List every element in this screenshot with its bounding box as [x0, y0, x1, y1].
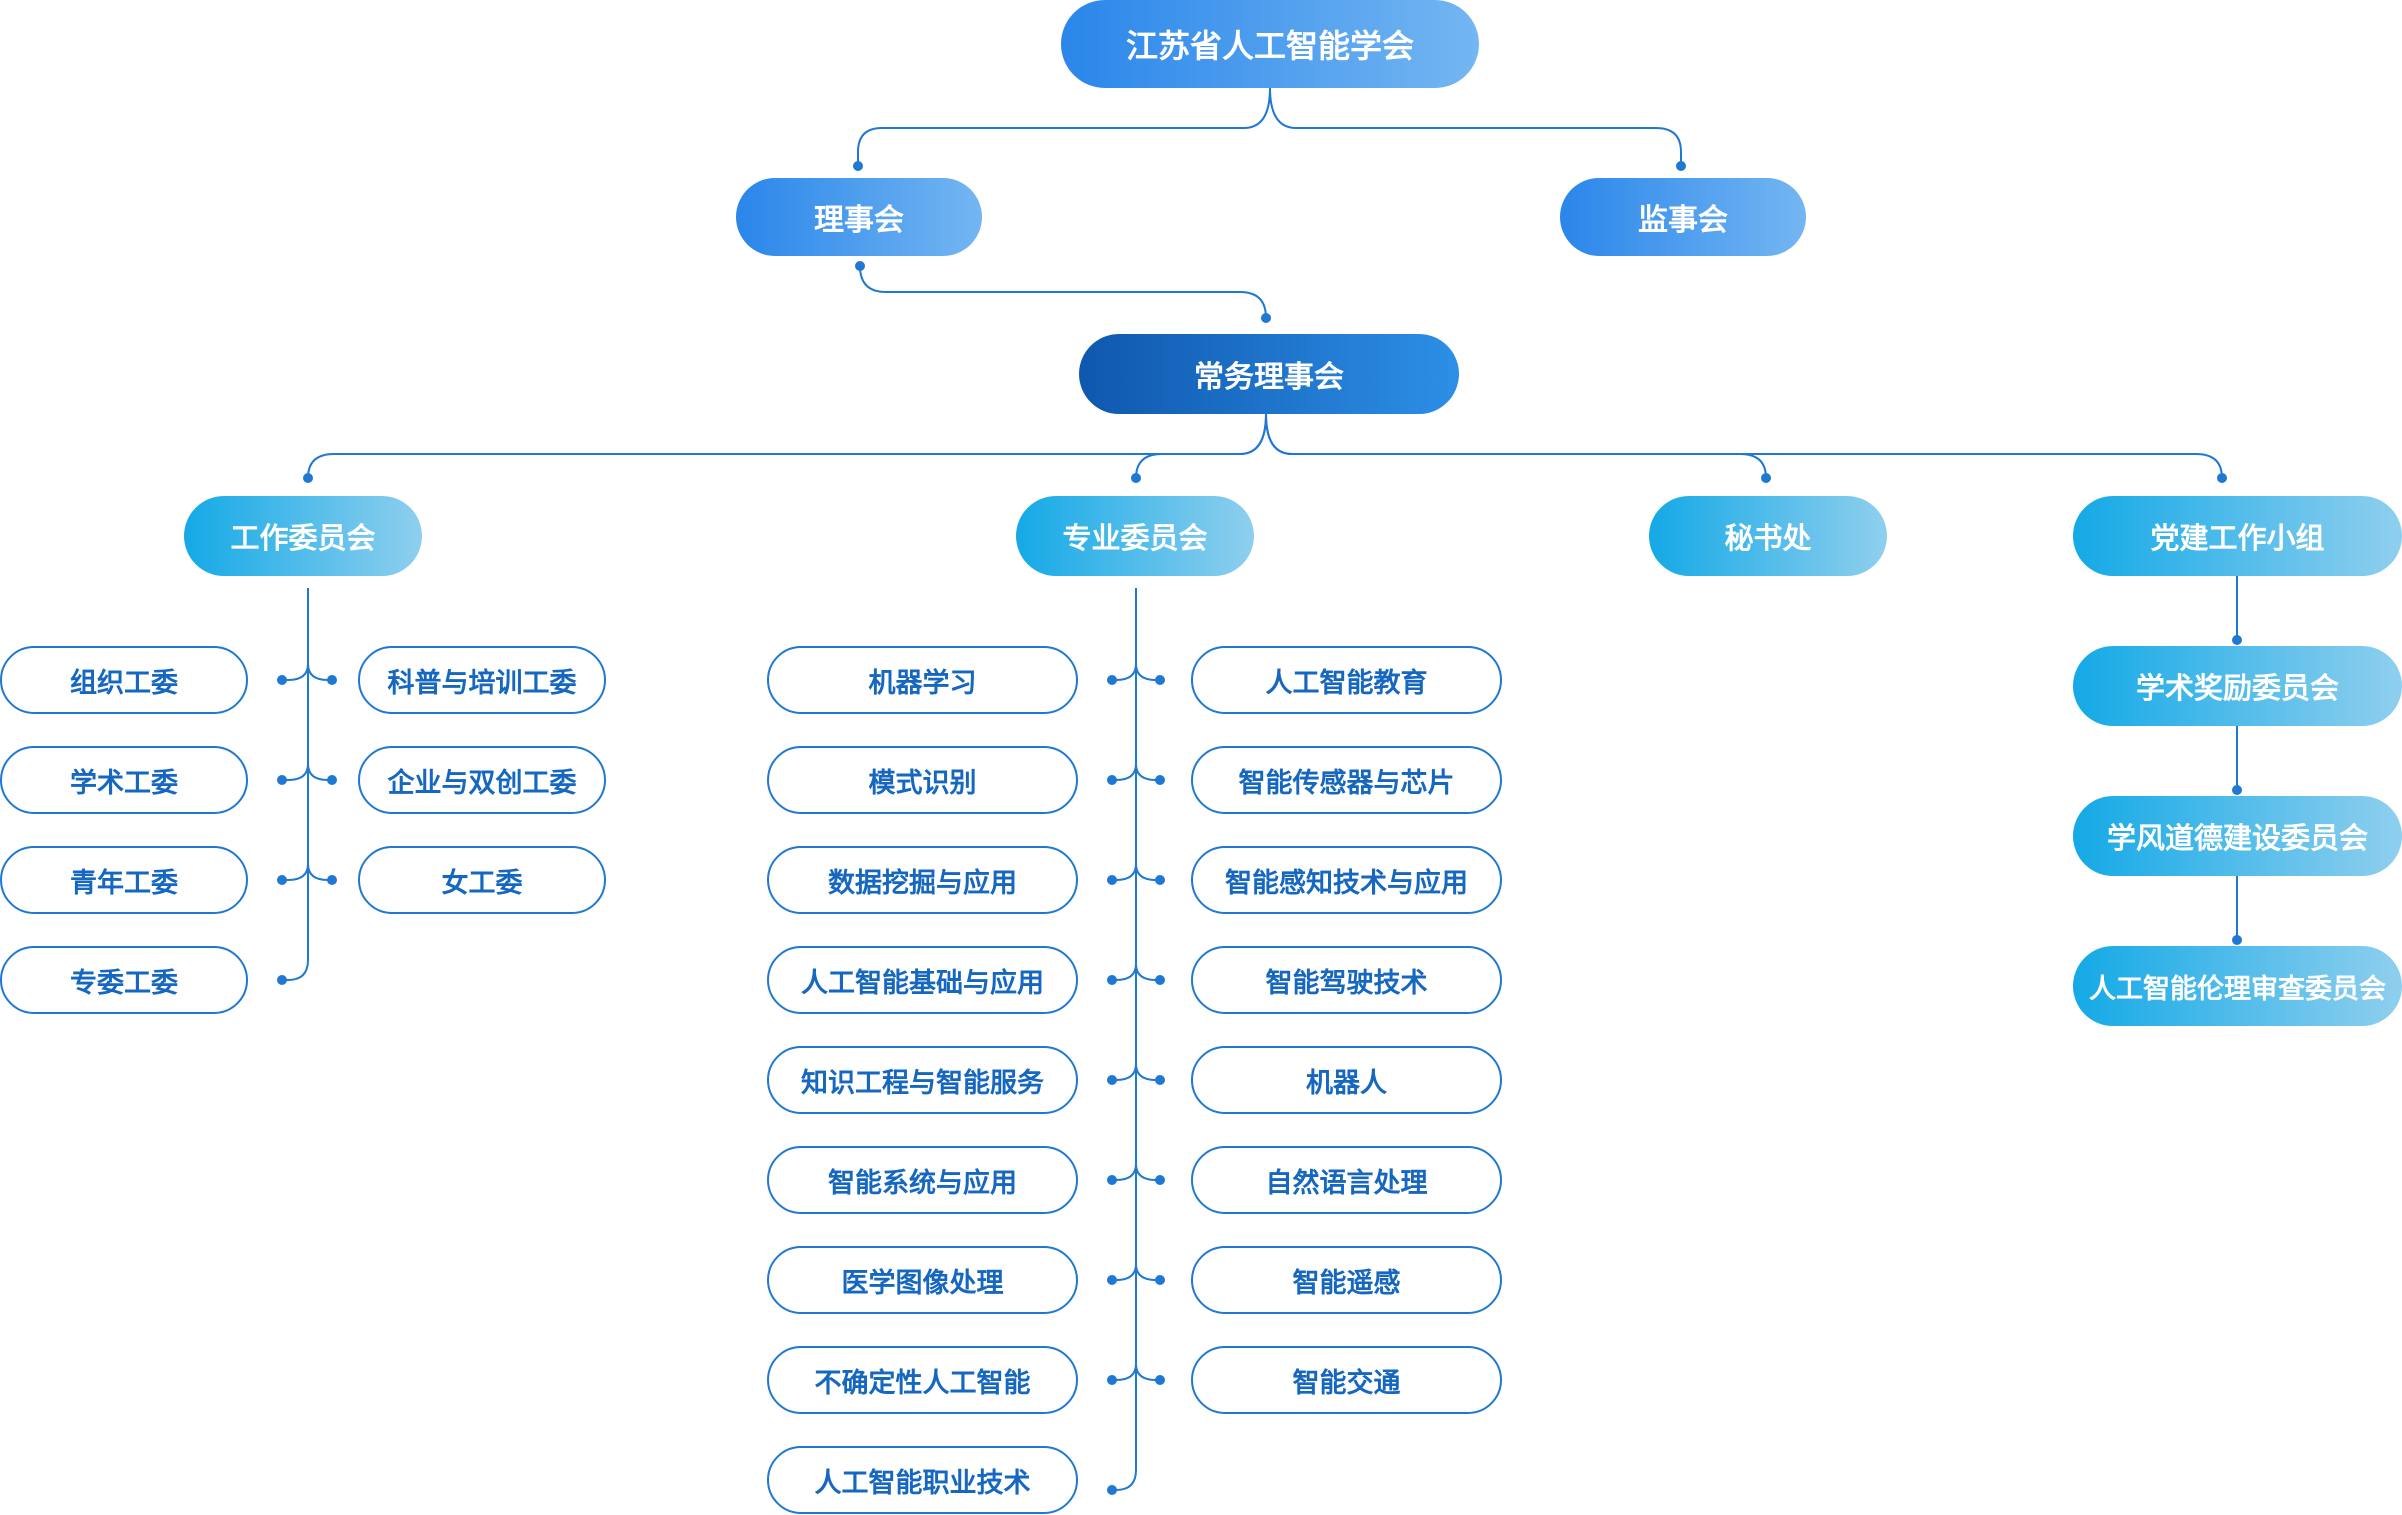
connector-dot: [1107, 775, 1117, 785]
connector-dot: [327, 775, 337, 785]
connector-dot: [1155, 1375, 1165, 1385]
party-group-item[interactable]: 学风道德建设委员会: [2073, 796, 2402, 876]
connector-dot: [1107, 1375, 1117, 1385]
special-committee-node[interactable]: 专业委员会: [1016, 496, 1254, 576]
standing-to-party-line: [1265, 413, 2223, 479]
work-committee-node[interactable]: 工作委员会: [184, 496, 422, 576]
special-committee-item[interactable]: 机器人: [1191, 1046, 1502, 1114]
work-committee-item[interactable]: 青年工委: [0, 846, 248, 914]
work-tree-spine: [287, 588, 309, 981]
standing-to-special-line: [1135, 413, 1267, 479]
connector-dot: [1761, 473, 1771, 483]
special-committee-item[interactable]: 人工智能基础与应用: [767, 946, 1078, 1014]
special-committee-item[interactable]: 不确定性人工智能: [767, 1346, 1078, 1414]
special-committee-item[interactable]: 数据挖掘与应用: [767, 846, 1078, 914]
connector-dot: [277, 875, 287, 885]
special-committee-item[interactable]: 人工智能教育: [1191, 646, 1502, 714]
secretariat-node[interactable]: 秘书处: [1649, 496, 1887, 576]
root-to-board-line: [857, 87, 1271, 166]
connector-dot: [277, 775, 287, 785]
connector-dot: [1155, 1075, 1165, 1085]
standing-to-work-line: [307, 413, 1267, 479]
work-committee-item[interactable]: 专委工委: [0, 946, 248, 1014]
connector-dot: [327, 675, 337, 685]
connector-dot: [1107, 1275, 1117, 1285]
party-group-node[interactable]: 党建工作小组: [2073, 496, 2402, 576]
connector-dot: [1107, 975, 1117, 985]
connector-dot: [2232, 935, 2242, 945]
connector-dot: [327, 875, 337, 885]
special-committee-item[interactable]: 智能驾驶技术: [1191, 946, 1502, 1014]
connector-dot: [2232, 785, 2242, 795]
supervisory-node[interactable]: 监事会: [1560, 178, 1806, 256]
special-committee-item[interactable]: 模式识别: [767, 746, 1078, 814]
work-committee-item[interactable]: 企业与双创工委: [358, 746, 606, 814]
special-committee-item[interactable]: 智能遥感: [1191, 1246, 1502, 1314]
special-committee-item[interactable]: 知识工程与智能服务: [767, 1046, 1078, 1114]
connector-dot: [1131, 473, 1141, 483]
board-to-standing-line: [859, 265, 1267, 319]
connector-dot: [303, 473, 313, 483]
connector-dot: [1261, 313, 1271, 323]
connector-dot: [853, 161, 863, 171]
root-node[interactable]: 江苏省人工智能学会: [1061, 0, 1479, 88]
special-committee-item[interactable]: 自然语言处理: [1191, 1146, 1502, 1214]
standing-to-secretariat-line: [1265, 413, 1767, 479]
connector-dot: [2217, 473, 2227, 483]
connector-dot: [1155, 675, 1165, 685]
connector-dot: [1155, 1275, 1165, 1285]
party-group-item[interactable]: 学术奖励委员会: [2073, 646, 2402, 726]
standing-node[interactable]: 常务理事会: [1079, 334, 1459, 414]
work-committee-item[interactable]: 科普与培训工委: [358, 646, 606, 714]
special-committee-item[interactable]: 机器学习: [767, 646, 1078, 714]
connector-dot: [1155, 975, 1165, 985]
connector-dot: [1155, 775, 1165, 785]
connector-dot: [1107, 1175, 1117, 1185]
board-node[interactable]: 理事会: [736, 178, 982, 256]
connector-dot: [1107, 1485, 1117, 1495]
special-committee-item[interactable]: 医学图像处理: [767, 1246, 1078, 1314]
party-group-item[interactable]: 人工智能伦理审查委员会: [2073, 946, 2402, 1026]
special-committee-item[interactable]: 智能感知技术与应用: [1191, 846, 1502, 914]
special-committee-item[interactable]: 智能交通: [1191, 1346, 1502, 1414]
connector-dot: [1107, 675, 1117, 685]
special-tree-spine: [1115, 588, 1137, 1491]
work-committee-item[interactable]: 女工委: [358, 846, 606, 914]
connector-dot: [1107, 875, 1117, 885]
connector-dot: [1155, 875, 1165, 885]
connector-dot: [1676, 161, 1686, 171]
connector-dot: [2232, 635, 2242, 645]
connector-dot: [1155, 1175, 1165, 1185]
connector-dot: [1107, 1075, 1117, 1085]
special-committee-item[interactable]: 人工智能职业技术: [767, 1446, 1078, 1514]
root-to-supervisory-line: [1269, 87, 1682, 166]
connector-dot: [277, 675, 287, 685]
special-committee-item[interactable]: 智能系统与应用: [767, 1146, 1078, 1214]
connector-dot: [277, 975, 287, 985]
work-committee-item[interactable]: 学术工委: [0, 746, 248, 814]
work-committee-item[interactable]: 组织工委: [0, 646, 248, 714]
special-committee-item[interactable]: 智能传感器与芯片: [1191, 746, 1502, 814]
